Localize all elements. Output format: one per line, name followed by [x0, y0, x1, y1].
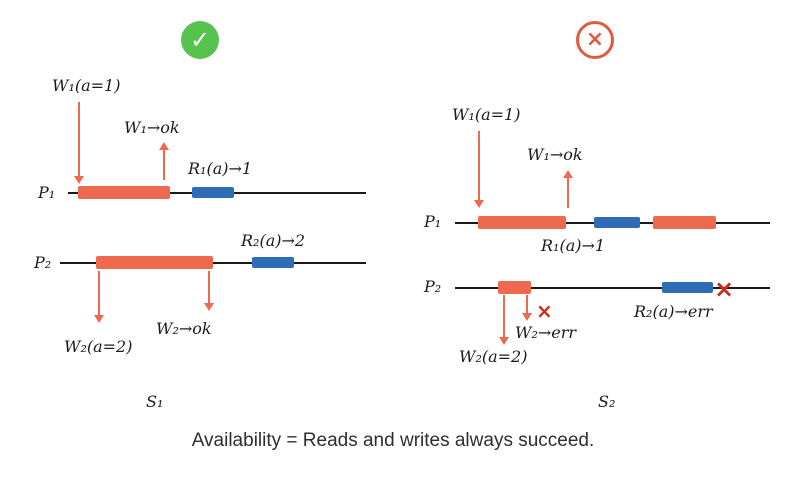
read-bar-p1-left	[192, 187, 234, 198]
write-bar-p2-right	[498, 281, 531, 294]
label-w1-invoke-left: W₁(a=1)	[52, 76, 121, 95]
label-r2-err-right: R₂(a)→err	[634, 302, 713, 321]
scenario-label-s2: S₂	[598, 392, 616, 411]
w1-ack-arrow-right	[563, 170, 573, 208]
process-label-p2-left: P₂	[34, 253, 52, 272]
write-bar-p2-left	[96, 256, 213, 269]
label-r1-right: R₁(a)→1	[541, 236, 606, 255]
write-bar-p1-left	[78, 186, 170, 199]
write-error-cross-icon: ×	[536, 299, 553, 323]
failure-cross-icon: ×	[576, 21, 614, 59]
w1-invoke-arrow-left	[74, 102, 84, 184]
write-bar-p1-right	[478, 216, 566, 229]
label-w1-ok-left: W₁→ok	[124, 118, 180, 137]
label-w2-invoke-left: W₂(a=2)	[64, 337, 133, 356]
w1-ack-arrow-left	[159, 142, 169, 180]
p2-timeline-left	[60, 262, 366, 264]
label-w2-ok-left: W₂→ok	[156, 319, 212, 338]
process-label-p1-right: P₁	[424, 212, 442, 231]
label-w2-invoke-right: W₂(a=2)	[459, 347, 528, 366]
w2-invoke-arrow-left	[94, 271, 104, 323]
scenario-label-s1: S₁	[146, 392, 164, 411]
label-r2-left: R₂(a)→2	[241, 231, 306, 250]
label-r1-left: R₁(a)→1	[188, 159, 253, 178]
read-bar-p2-left	[252, 257, 294, 268]
w2-ack-arrow-right	[522, 295, 532, 321]
label-w2-err-right: W₂→err	[515, 323, 577, 342]
read-bar-p2-right	[662, 282, 713, 293]
w2-invoke-arrow-right	[499, 295, 509, 345]
process-label-p1-left: P₁	[38, 183, 56, 202]
process-label-p2-right: P₂	[424, 277, 442, 296]
label-w1-ok-right: W₁→ok	[527, 145, 583, 164]
read-error-cross-icon: ×	[714, 275, 735, 303]
label-w1-invoke-right: W₁(a=1)	[452, 105, 521, 124]
success-check-icon: ✓	[181, 21, 219, 59]
p2-timeline-right	[455, 287, 770, 289]
read-bar-p1-right	[594, 217, 640, 228]
w1-invoke-arrow-right	[474, 131, 484, 208]
diagram-caption: Availability = Reads and writes always s…	[191, 430, 595, 451]
write-bar2-p1-right	[653, 216, 716, 229]
w2-ack-arrow-left	[204, 271, 214, 311]
